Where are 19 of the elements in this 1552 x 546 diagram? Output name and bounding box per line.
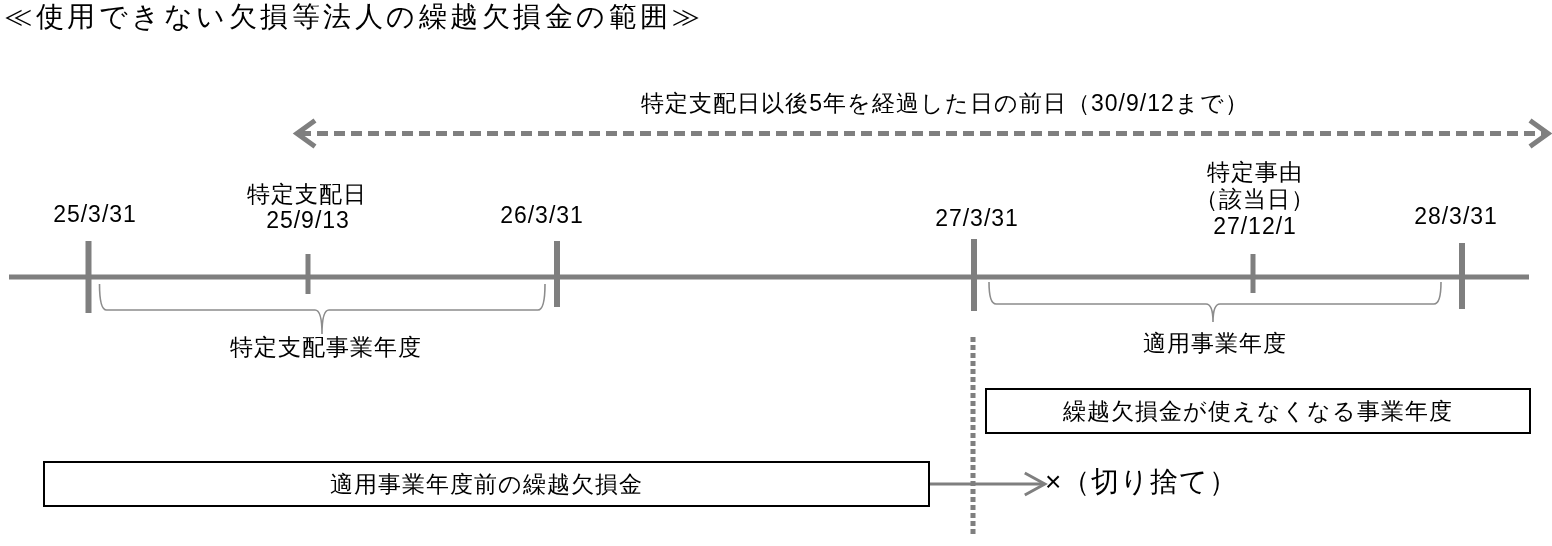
period-box — [43, 461, 930, 507]
period-label: 特定支配日以後5年を経過した日の前日（30/9/12まで） — [641, 90, 1249, 116]
date-label: 25/3/31 — [53, 201, 137, 227]
box-text: 繰越欠損金が使えなくなる事業年度 — [1063, 397, 1453, 425]
period-label: 特定支配事業年度 — [230, 334, 422, 360]
period-box — [985, 388, 1531, 434]
arrow — [930, 471, 1047, 497]
event-label: 特定支配日 — [247, 181, 367, 207]
result-text: ×（切り捨て） — [1045, 465, 1239, 499]
date-label: 27/12/1 — [1213, 213, 1297, 239]
box-text: 適用事業年度前の繰越欠損金 — [330, 470, 643, 498]
date-label: 25/9/13 — [266, 207, 350, 233]
date-label: 26/3/31 — [500, 202, 584, 228]
title-text: ≪使用できない欠損等法人の繰越欠損金の範囲≫ — [4, 0, 703, 34]
event-label: 特定事由 — [1207, 159, 1303, 185]
date-label: 28/3/31 — [1414, 203, 1498, 229]
date-label: 27/3/31 — [935, 205, 1019, 231]
period-label: 適用事業年度 — [1143, 330, 1287, 356]
event-label: （該当日） — [1195, 186, 1315, 212]
